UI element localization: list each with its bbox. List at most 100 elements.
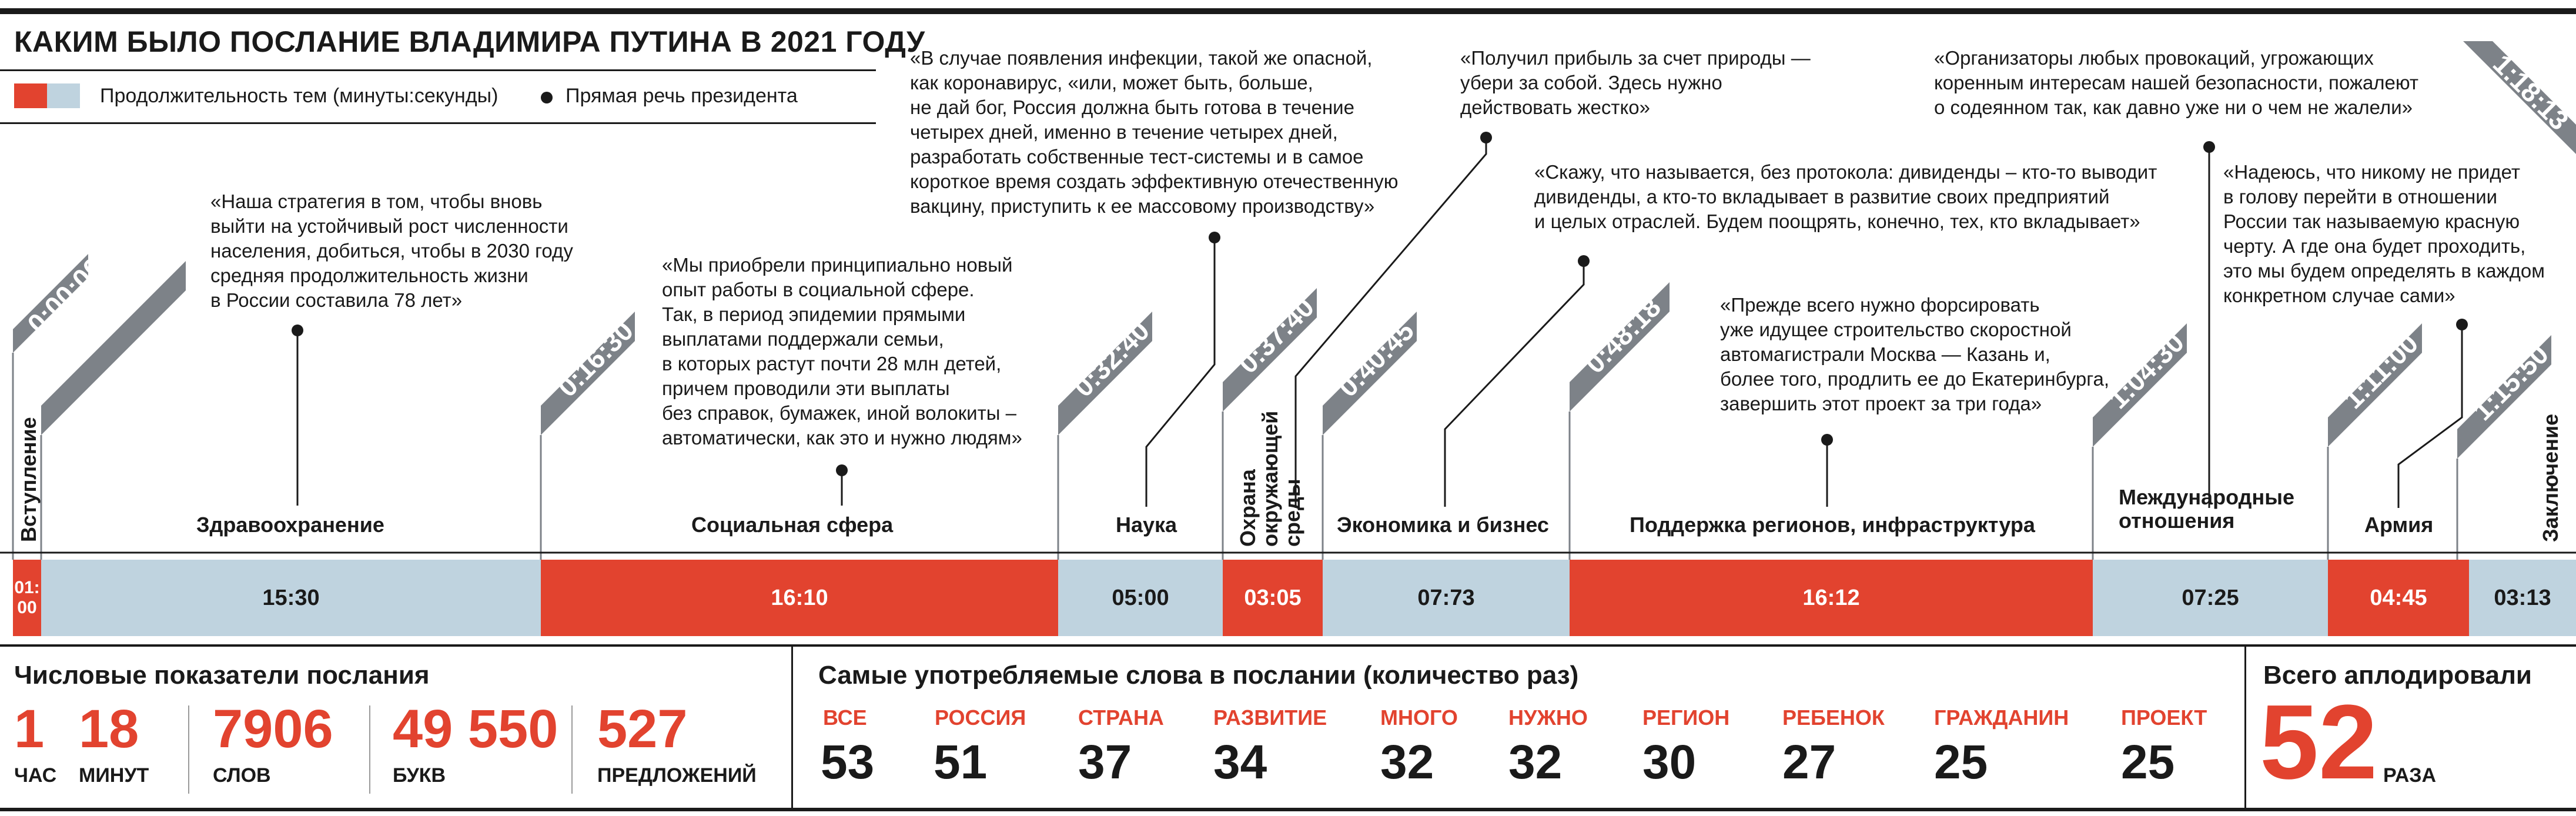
duration-international: 07:25 — [2093, 560, 2328, 636]
flag-label-0: 0:00:00 — [21, 252, 109, 339]
connector-q8 — [2397, 325, 2463, 508]
topic-label-environment: Охрана окружающей среды — [1236, 410, 1304, 547]
stats-sep-3 — [571, 705, 573, 794]
flag-1-04-30 — [2093, 323, 2187, 447]
bottom-bottom-rule — [0, 808, 2576, 811]
flag-1-11-00 — [2328, 323, 2422, 447]
applause-unit: РАЗА — [2383, 764, 2437, 787]
word-label-9: ПРОЕКТ — [2121, 705, 2207, 730]
connector-q4 — [1294, 138, 1487, 508]
word-label-8: ГРАЖДАНИН — [1934, 705, 2069, 730]
dot-q2 — [836, 464, 848, 476]
flag-0-37-40 — [1223, 288, 1317, 412]
title-underline — [0, 69, 876, 71]
word-count-8: 25 — [1934, 735, 1988, 789]
word-count-4: 32 — [1380, 735, 1434, 789]
topic-label-army: Армия — [2364, 513, 2434, 537]
word-count-0: 53 — [821, 735, 875, 789]
topic-label-healthcare: Здравоохранение — [196, 513, 384, 537]
topic-label-economy: Экономика и бизнес — [1337, 513, 1549, 537]
flag-label-8: 1:11:00 — [2337, 328, 2424, 414]
quote-army: «Надеюсь, что никому не придет в голову … — [2223, 161, 2545, 306]
word-count-5: 32 — [1508, 735, 1563, 789]
stats-letters-unit: БУКВ — [393, 764, 446, 787]
legend-speech-label: Прямая речь президента — [566, 85, 798, 107]
flag-0-01-00 — [41, 261, 186, 435]
quote-healthcare: «Наша стратегия в том, чтобы вновь выйти… — [210, 190, 573, 311]
legend-underline — [0, 122, 876, 124]
stats-words-value: 7906 — [213, 699, 333, 759]
dot-q6 — [1821, 434, 1833, 446]
word-count-1: 51 — [934, 735, 988, 789]
quote-social: «Мы приобрели принципиально новый опыт р… — [662, 254, 1022, 449]
top-rule — [0, 8, 2576, 14]
quote-science: «В случае появления инфекции, такой же о… — [910, 47, 1399, 217]
topic-label-international: Международные отношения — [2119, 485, 2295, 533]
word-count-9: 25 — [2121, 735, 2175, 789]
topic-label-conclusion: Заключение — [2538, 413, 2562, 542]
section-sep-words — [791, 647, 793, 808]
word-label-6: РЕГИОН — [1642, 705, 1730, 730]
flag-label-3: 0:32:40 — [1068, 315, 1155, 403]
flag-label-6: 0:48:18 — [1579, 292, 1667, 379]
flag-label-4: 0:37:40 — [1232, 292, 1320, 379]
topic-label-regions: Поддержка регионов, инфраструктура — [1630, 513, 2035, 537]
quote-international: «Организаторы любых провокаций, угрожающ… — [1934, 47, 2419, 118]
legend-duration-label: Продолжительность тем (минуты:секунды) — [100, 85, 499, 107]
flag-label-end: 1:18:13 — [2487, 48, 2575, 136]
applause-heading: Всего аплодировали — [2263, 661, 2532, 690]
word-count-2: 37 — [1078, 735, 1132, 789]
stats-letters-value: 49 550 — [393, 699, 558, 759]
word-label-3: РАЗВИТИЕ — [1213, 705, 1327, 730]
flag-0-00-00 — [13, 254, 88, 353]
flag-0-48-18 — [1570, 282, 1670, 412]
flag-0-16-30 — [541, 312, 635, 435]
duration-economy: 07:73 — [1323, 560, 1570, 636]
word-label-5: НУЖНО — [1508, 705, 1588, 730]
word-count-7: 27 — [1782, 735, 1836, 789]
dot-q4 — [1480, 132, 1492, 143]
flag-label-9: 1:15:50 — [2467, 339, 2554, 426]
flag-label-7: 1:04:30 — [2102, 327, 2190, 414]
quote-economy: «Скажу, что называется, без протокола: д… — [1534, 161, 2157, 232]
applause-value: 52 — [2260, 683, 2378, 801]
dot-q3 — [1209, 232, 1220, 243]
word-label-2: СТРАНА — [1078, 705, 1164, 730]
topic-label-intro: Вступление — [16, 417, 41, 542]
duration-army: 04:45 — [2328, 560, 2469, 636]
word-label-1: РОССИЯ — [935, 705, 1026, 730]
bottom-top-rule — [0, 644, 2576, 647]
duration-science: 05:00 — [1058, 560, 1223, 636]
duration-regions: 16:12 — [1570, 560, 2093, 636]
word-label-7: РЕБЕНОК — [1782, 705, 1885, 730]
stats-minutes-value: 18 — [79, 699, 139, 759]
stats-hours-unit: ЧАС — [14, 764, 57, 787]
duration-conclusion: 03:13 — [2469, 560, 2576, 636]
legend-blue-swatch — [47, 83, 80, 108]
stats-sentences-value: 527 — [597, 699, 688, 759]
connector-q5 — [1444, 261, 1585, 507]
topic-label-social: Социальная сфера — [691, 513, 894, 537]
flag-label-2: 0:16:30 — [551, 315, 639, 403]
quote-regions: «Прежде всего нужно форсировать уже идущ… — [1720, 294, 2110, 414]
words-heading: Самые употребляемые слова в послании (ко… — [818, 661, 1579, 690]
dot-q8 — [2456, 319, 2468, 330]
duration-social: 16:10 — [541, 560, 1058, 636]
duration-intro: 01: 00 — [13, 560, 41, 636]
word-count-3: 34 — [1213, 735, 1267, 789]
connector-q3 — [1145, 238, 1216, 507]
stats-sep-1 — [188, 705, 189, 794]
stats-minutes-unit: МИНУТ — [79, 764, 149, 787]
word-label-0: ВСЕ — [823, 705, 867, 730]
word-count-6: 30 — [1642, 735, 1697, 789]
stats-heading: Числовые показатели послания — [14, 661, 430, 690]
dot-q7 — [2203, 141, 2215, 153]
topic-label-science: Наука — [1116, 513, 1177, 537]
flag-0-32-40 — [1058, 312, 1152, 435]
flag-1-15-50 — [2457, 335, 2551, 459]
word-label-4: МНОГО — [1380, 705, 1458, 730]
duration-healthcare: 15:30 — [41, 560, 541, 636]
legend-speech-dot — [541, 92, 553, 103]
stats-hours-value: 1 — [14, 699, 45, 759]
